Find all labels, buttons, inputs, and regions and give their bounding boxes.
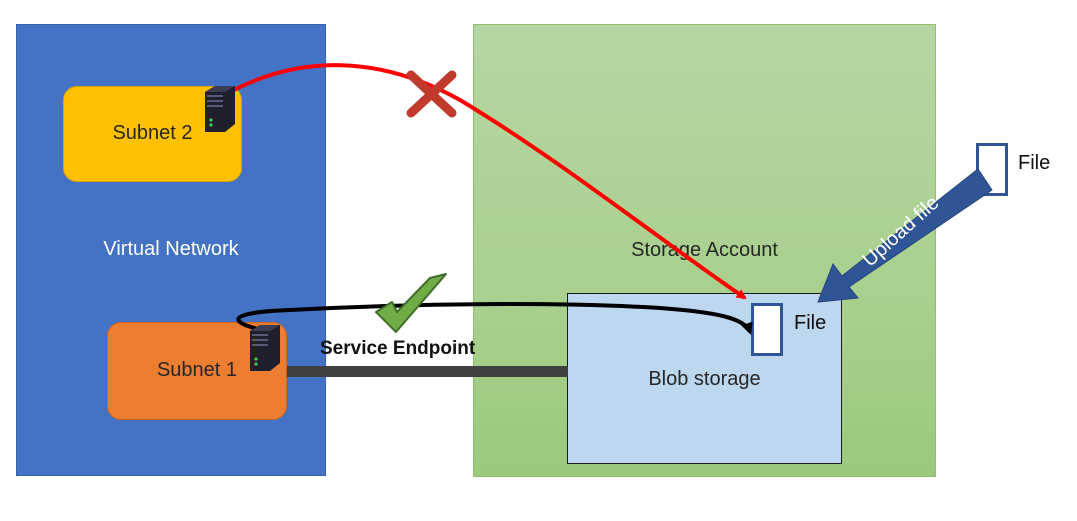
- upload-arrow: Upload file: [817, 168, 993, 303]
- allowed-check-icon: [375, 273, 447, 333]
- server-icon: [250, 325, 280, 371]
- allowed-path-arrow: [236, 302, 753, 335]
- service-endpoint-connector: [287, 366, 568, 377]
- server-icon: [205, 86, 235, 132]
- virtual-network-label: Virtual Network: [103, 238, 239, 260]
- subnet-2-label: Subnet 2: [112, 122, 193, 144]
- blob-file-icon: [751, 303, 783, 356]
- blob-storage-box: [567, 293, 842, 464]
- blocked-path-arrow: [229, 63, 747, 300]
- blob-file-label: File: [794, 312, 827, 334]
- subnet-1-label: Subnet 1: [156, 359, 238, 381]
- blocked-x-icon: [406, 70, 457, 118]
- blob-storage-label: Blob storage: [648, 368, 761, 390]
- external-file-label: File: [1018, 152, 1051, 174]
- service-endpoint-label: Service Endpoint: [320, 338, 476, 359]
